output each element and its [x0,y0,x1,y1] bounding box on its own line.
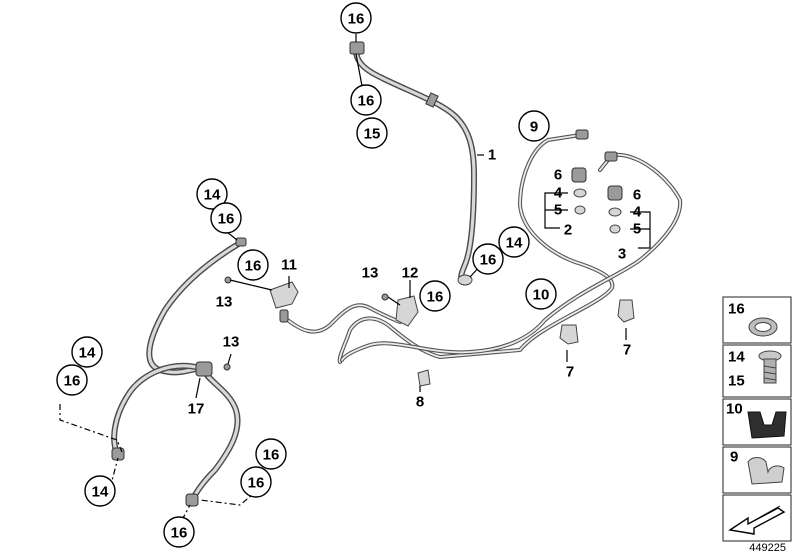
legend-label-14: 14 [728,349,745,366]
callout-10: 10 [525,278,557,310]
callout-label: 14 [92,484,109,501]
callout-16: 16 [340,2,372,34]
label-part-7-left: 7 [566,364,574,381]
callout-layer: 16 16 15 9 14 16 16 16 14 16 10 14 16 16 14 16 16 [56,2,557,548]
legend-label-15: 15 [728,373,745,390]
callout-label: 16 [245,258,262,275]
callout-16: 16 [56,364,88,396]
label-part-4-right: 4 [633,204,642,221]
callout-label: 14 [506,235,523,252]
legend-label-16: 16 [728,301,745,318]
hose-left [111,237,247,507]
bracket-part-7a [559,324,579,345]
label-part-7-right: 7 [623,342,631,359]
label-part-13-c: 13 [223,334,240,351]
callout-label: 16 [427,289,444,306]
callout-label: 16 [348,11,365,28]
label-part-6-left: 6 [554,167,562,184]
callout-label: 9 [530,119,538,136]
callout-9: 9 [518,110,550,142]
label-part-12: 12 [402,265,419,282]
callout-15: 15 [356,117,388,149]
fittings-left [571,167,587,215]
legend-label-9: 9 [730,449,738,466]
label-part-11: 11 [281,257,297,274]
label-part-1: 1 [488,147,496,164]
label-part-3: 3 [618,246,626,263]
label-part-4-left: 4 [554,185,563,202]
label-part-13-b: 13 [362,265,379,282]
label-part-8: 8 [416,394,424,411]
callout-16: 16 [210,202,242,234]
label-part-2: 2 [564,222,572,239]
reference-number: 449225 [749,542,786,554]
callout-14: 14 [71,336,103,368]
callout-label: 15 [364,126,381,143]
callout-16: 16 [240,466,272,498]
callout-14: 14 [196,178,228,210]
label-part-13-a: 13 [216,294,233,311]
bracket-part-7b [617,299,635,323]
clamp-part-12 [395,295,419,327]
banjo-bolt-icon [758,350,782,384]
callout-label: 16 [248,475,265,492]
screws [223,276,389,371]
callout-label: 14 [204,187,221,204]
legend-label-10: 10 [726,401,743,418]
plain-labels: 1 2 3 4 5 6 4 5 6 7 7 8 11 12 13 13 13 1… [188,147,642,418]
callout-label: 16 [171,525,188,542]
legend-panel: 16 14 15 10 9 [722,296,792,542]
label-part-5-left: 5 [554,202,562,219]
clamp-single-icon [747,457,785,485]
direction-arrow-icon [728,505,786,535]
callout-label: 16 [218,211,235,228]
callout-label: 14 [79,345,96,362]
callout-label: 10 [533,287,550,304]
label-part-17: 17 [188,401,205,418]
callout-16: 16 [419,280,451,312]
callout-14: 14 [84,475,116,507]
callout-16: 16 [255,438,287,470]
callout-16: 16 [163,516,195,548]
label-part-6-right: 6 [633,187,641,204]
callout-16: 16 [350,84,382,116]
hose-part-1 [349,41,477,286]
grommet-part-8 [417,369,431,387]
callout-label: 16 [64,373,81,390]
clamp-double-icon [747,411,787,439]
callout-16: 16 [237,249,269,281]
callout-16: 16 [472,243,504,275]
pipe-part-10 [337,129,683,364]
callout-14: 14 [498,226,530,258]
pipe-center [283,303,402,334]
callout-label: 16 [263,447,280,464]
callout-label: 16 [358,93,375,110]
callout-label: 16 [480,252,497,269]
leader-lines [59,34,651,521]
fittings-right [607,185,623,234]
clamp-part-11 [269,281,299,323]
label-part-5-right: 5 [633,221,641,238]
